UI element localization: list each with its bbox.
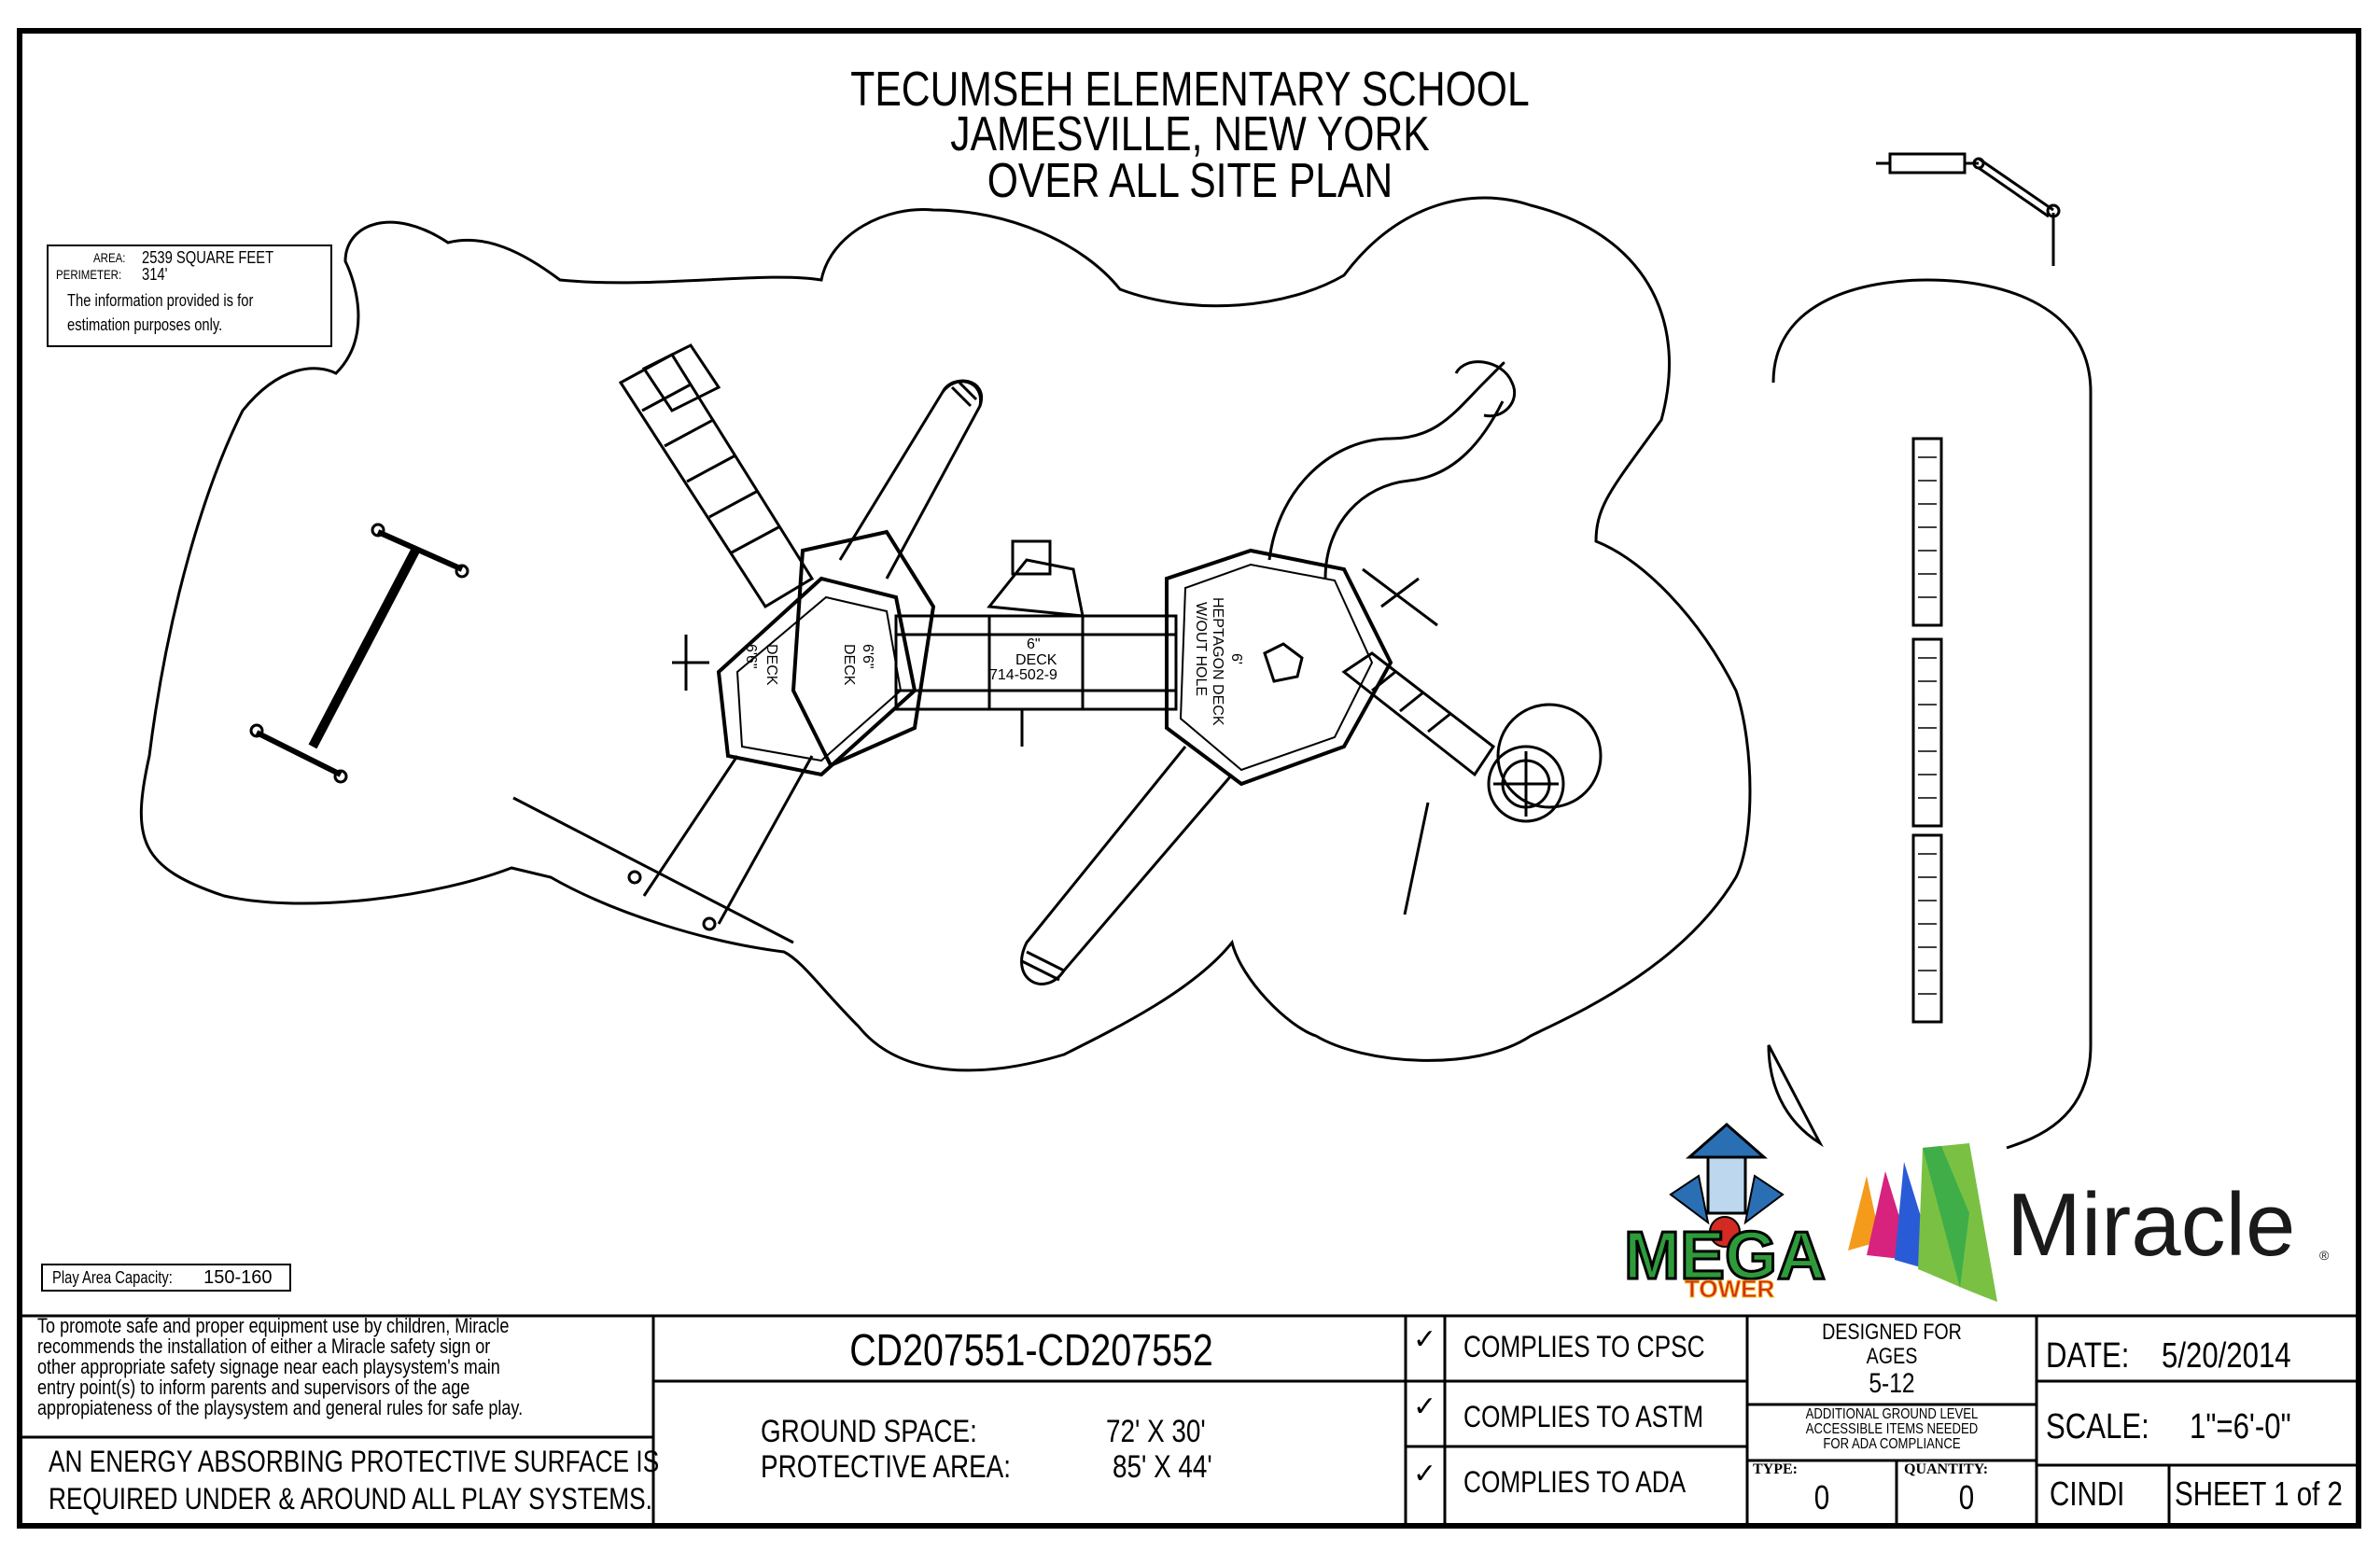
tower-word: TOWER [1685,1275,1775,1303]
mid-deck-height-label: 6'6" [860,644,875,669]
safety-note-line3: other appropriate safety signage near ea… [37,1355,500,1378]
ada-note: ADDITIONAL GROUND LEVEL ACCESSIBLE ITEMS… [1773,1407,2010,1452]
ada-note-line1: ADDITIONAL GROUND LEVEL [1805,1406,1979,1422]
type-value: 0 [1813,1478,1830,1516]
plan-title-line2: JAMESVILLE, NEW YORK [950,107,1430,161]
ladder-lower-right [1341,651,1496,777]
drawing-number: CD207551-CD207552 [849,1326,1213,1376]
astm-check-mark: ✓ [1413,1391,1437,1422]
left-hex-deck [716,576,917,777]
safety-note: To promote safe and proper equipment use… [37,1316,523,1418]
surface-note: AN ENERGY ABSORBING PROTECTIVE SURFACE I… [49,1443,659,1517]
capacity-label: Play Area Capacity: [52,1268,173,1287]
plan-title-line3: OVER ALL SITE PLAN [987,154,1393,208]
safety-note-line4: entry point(s) to inform parents and sup… [37,1376,470,1399]
area-value: 2539 SQUARE FEET [142,248,274,267]
area-info-box: AREA: 2539 SQUARE FEET PERIMETER: 314' T… [47,245,332,347]
ada-note-line3: FOR ADA COMPLIANCE [1823,1436,1961,1452]
ages-value: 5-12 [1869,1368,1915,1399]
left-deck-name-label: DECK [763,644,779,686]
drawn-by: CINDI [2050,1474,2125,1513]
slide-upper [838,379,984,580]
complies-astm: COMPLIES TO ASTM [1463,1400,1704,1433]
ladder-upper-left [618,343,815,609]
date-label: DATE: [2046,1336,2130,1376]
mid-hex-deck [791,529,936,768]
curvy-slide [1267,360,1517,580]
safety-note-line1: To promote safe and proper equipment use… [37,1314,510,1337]
perimeter-label: PERIMETER: [56,267,122,282]
capacity-value: 150-160 [203,1267,273,1288]
mega-tower-logo: MEGA TOWER [1623,1123,1827,1304]
type-label: TYPE: [1753,1461,1798,1477]
miracle-logo: Miracle ® [1848,1143,2330,1302]
left-swing-beam [249,523,469,784]
cpsc-check-mark: ✓ [1413,1324,1437,1355]
slide-lower [1020,746,1234,985]
safety-note-line2: recommends the installation of either a … [37,1334,491,1358]
sheet-number: SHEET 1 of 2 [2175,1474,2343,1513]
designed-for-line2: AGES [1866,1344,1918,1369]
estimation-note-line1: The information provided is for [67,291,254,310]
top-right-swing [1876,152,2061,266]
estimation-note-line2: estimation purposes only. [67,315,223,334]
ada-check-mark: ✓ [1413,1459,1437,1489]
mega-word: MEGA [1624,1219,1826,1293]
ground-space-value: 72' X 30' [1106,1414,1206,1449]
scale-label: SCALE: [2046,1407,2149,1446]
bridge-center [894,539,1178,711]
miracle-brand-text: Miracle [2007,1175,2295,1275]
complies-cpsc: COMPLIES TO CPSC [1463,1330,1705,1363]
ada-note-line2: ACCESSIBLE ITEMS NEEDED [1805,1421,1979,1437]
heptagon-deck [1165,548,1393,787]
designed-for-line1: DESIGNED FOR [1822,1320,1962,1345]
center-deck-name-label: DECK [1015,652,1057,668]
quantity-label: QUANTITY: [1904,1461,1989,1477]
registered-mark: ® [2319,1248,2330,1263]
fence-line [512,796,794,944]
complies-ada: COMPLIES TO ADA [1463,1465,1687,1499]
center-deck-part-label: 714-502-9 [989,667,1057,683]
center-deck-height-label: 6" [1027,636,1041,652]
heptagon-line1-label: HEPTAGON DECK [1210,597,1225,726]
spiral-slide [1487,703,1603,823]
surface-note-line2: REQUIRED UNDER & AROUND ALL PLAY SYSTEMS… [49,1482,652,1516]
right-protective-area [1767,278,2093,1150]
heptagon-line2-label: W/OUT HOLE [1193,602,1209,696]
heptagon-height-label: 6' [1228,653,1244,664]
play-area-capacity-box: Play Area Capacity: 150-160 [41,1264,291,1292]
ground-space-label: GROUND SPACE: [761,1414,977,1449]
scale-value: 1"=6'-0" [2190,1407,2291,1446]
title-block-grid [22,1314,2356,1523]
area-label: AREA: [93,250,126,265]
surface-note-line1: AN ENERGY ABSORBING PROTECTIVE SURFACE I… [49,1445,660,1478]
left-deck-height-label: 6'6" [743,644,759,669]
protective-area-value: 85' X 44' [1113,1449,1212,1485]
safety-note-line5: appropiateness of the playsystem and gen… [37,1396,524,1419]
perimeter-value: 314' [142,265,168,284]
plan-title-line1: TECUMSEH ELEMENTARY SCHOOL [850,63,1530,117]
right-vertical-equipment [1911,437,1943,1024]
drawing-sheet-border [17,28,2361,1529]
quantity-value: 0 [1958,1478,1975,1516]
date-value: 5/20/2014 [2162,1336,2291,1376]
protective-area-label: PROTECTIVE AREA: [761,1449,1012,1485]
mid-deck-name-label: DECK [841,644,857,686]
protective-area-outline [139,196,1752,1072]
